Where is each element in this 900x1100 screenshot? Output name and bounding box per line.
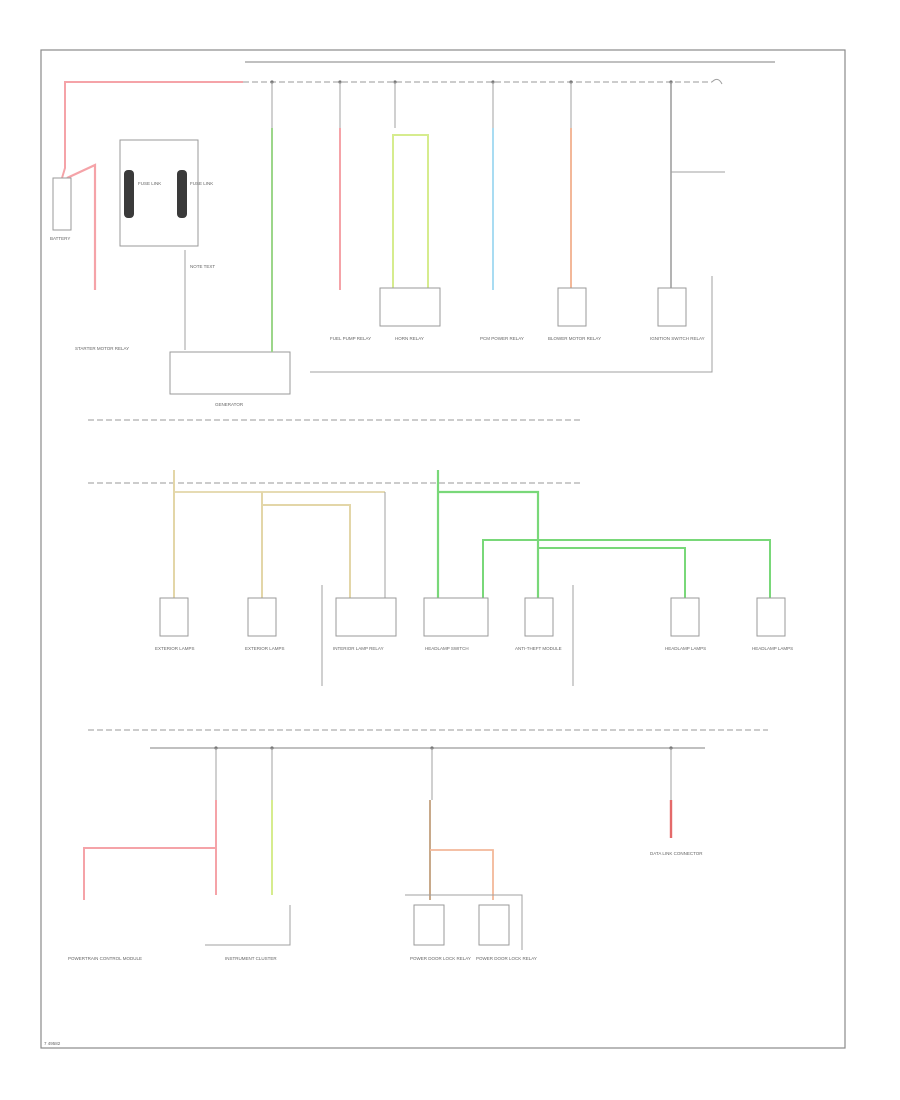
horn-wire-yellow-green	[392, 134, 429, 290]
bottom-load-label-3: POWER DOOR LOCK RELAY	[410, 956, 471, 961]
interior-lamp-relay-box	[335, 597, 397, 637]
mid-load-label-2: EXTERIOR LAMPS	[245, 646, 285, 651]
starter-relay-label: STARTER MOTOR RELAY	[75, 346, 129, 351]
fusible-link-text: FUSE LINK	[138, 181, 161, 186]
generator-note: NOTE TEXT	[190, 264, 215, 269]
blower-relay-box	[557, 287, 587, 327]
relay-label-1: FUEL PUMP RELAY	[330, 336, 371, 341]
footer-code: 7 49582	[44, 1041, 61, 1046]
door-lock-outline	[405, 894, 523, 950]
bus-ground-symbol	[711, 78, 723, 85]
starter-wire-red	[66, 163, 97, 290]
bottom-section: POWERTRAIN CONTROL MODULE INSTRUMENT CLU…	[68, 729, 768, 961]
bottom-load-label-4: POWER DOOR LOCK RELAY	[476, 956, 537, 961]
pcm-wire-red-branch	[83, 847, 216, 900]
mid-load-label-4: HEADLAMP SWITCH	[425, 646, 469, 651]
top-return-line	[310, 276, 713, 373]
mid-load-label-6: HEADLAMP LAMPS	[665, 646, 706, 651]
headlamp-wire-green-bus	[482, 539, 771, 600]
cluster-box-outline	[205, 905, 291, 946]
interior-lamp-wire-tan	[262, 504, 351, 600]
relay-label-5: IGNITION SWITCH RELAY	[650, 336, 705, 341]
bottom-load-label-2: INSTRUMENT CLUSTER	[225, 956, 277, 961]
middle-section: EXTERIOR LAMPS EXTERIOR LAMPS INTERIOR L…	[88, 419, 793, 686]
bottom-load-label-1: POWERTRAIN CONTROL MODULE	[68, 956, 142, 961]
bottom-load-label-5: DATA LINK CONNECTOR	[650, 851, 703, 856]
relay-label-2: HORN RELAY	[395, 336, 424, 341]
relay-label-4: BLOWER MOTOR RELAY	[548, 336, 601, 341]
door-lock-relay-box-1	[413, 904, 445, 946]
top-section: BATTERY STARTER MOTOR RELAY FUSE LINK FU…	[50, 61, 775, 407]
door-lock-wire-orange	[430, 849, 494, 900]
headlamp-switch-box	[423, 597, 489, 637]
battery-feed-wire-red	[61, 81, 243, 179]
mid-load-label-5: ANTI-THEFT MODULE	[515, 646, 562, 651]
battery-label: BATTERY	[50, 236, 70, 241]
battery-symbol	[52, 177, 72, 231]
generator-label: GENERATOR	[215, 402, 244, 407]
diagram-frame	[40, 49, 846, 1049]
mid-load-label-1: EXTERIOR LAMPS	[155, 646, 195, 651]
fusible-link-2	[177, 170, 187, 218]
exterior-lamp-box-1	[159, 597, 189, 637]
headlamp-wire-green-branch	[438, 490, 540, 600]
fusible-link-1	[124, 170, 134, 218]
fusible-link-text: FUSE LINK	[190, 181, 213, 186]
anti-theft-module-box	[524, 597, 554, 637]
headlamp-box-1	[670, 597, 700, 637]
relay-label-3: PCM POWER RELAY	[480, 336, 524, 341]
horn-relay-box	[379, 287, 441, 327]
ignition-relay-box	[657, 287, 687, 327]
headlamp-wire-green-bus-2	[538, 547, 686, 600]
mid-load-label-7: HEADLAMP LAMPS	[752, 646, 793, 651]
generator-box	[169, 351, 291, 395]
headlamp-box-2	[756, 597, 786, 637]
mid-load-label-3: INTERIOR LAMP RELAY	[333, 646, 384, 651]
exterior-lamp-box-2	[247, 597, 277, 637]
door-lock-relay-box-2	[478, 904, 510, 946]
